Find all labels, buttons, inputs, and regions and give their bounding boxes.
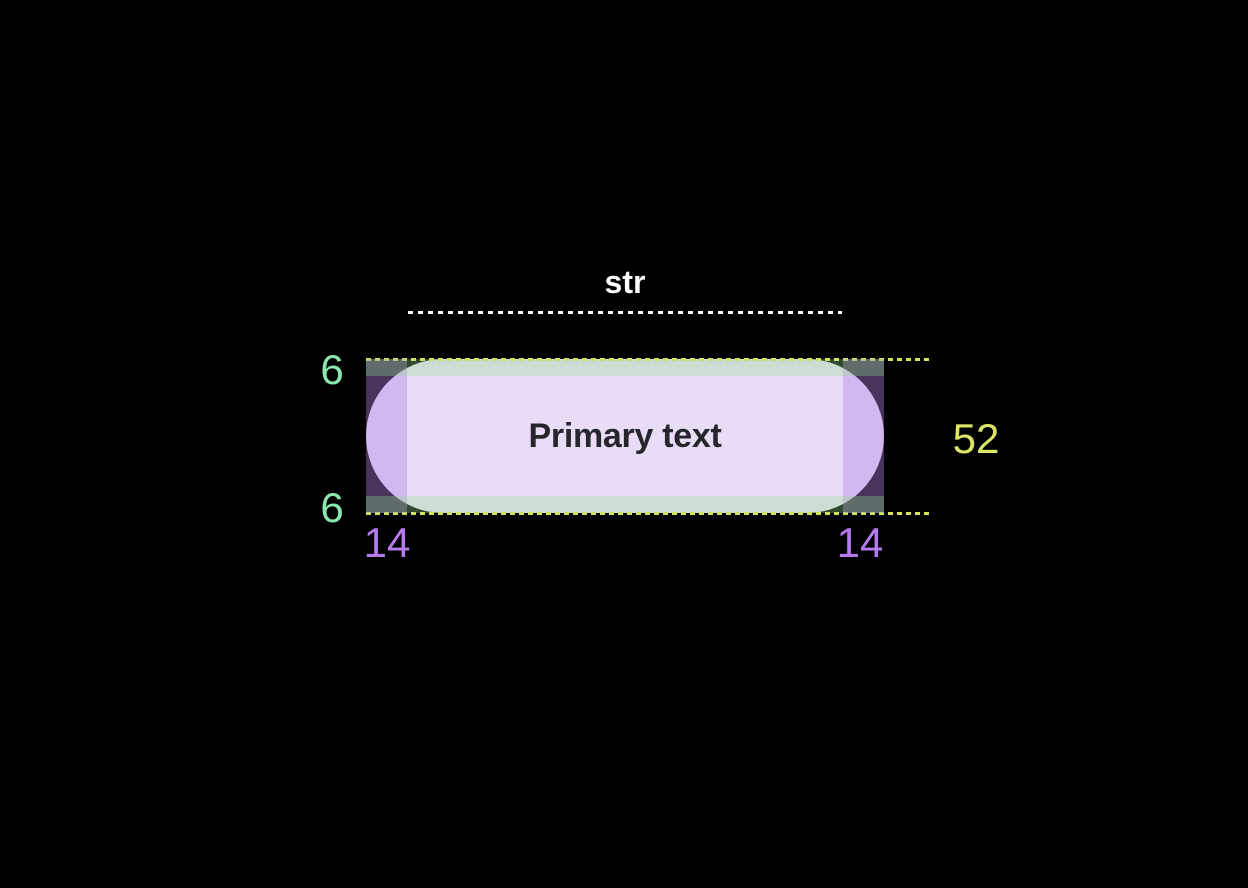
button-pill — [366, 359, 884, 513]
padding-right-overlay — [843, 359, 884, 513]
padding-top-overlay — [366, 359, 884, 376]
padding-left-overlay — [366, 359, 407, 513]
content-width-dotted-line — [408, 311, 842, 314]
padding-bottom-overlay — [366, 496, 884, 513]
padding-top-value: 6 — [320, 346, 344, 393]
top-edge-dashed-line — [366, 358, 929, 361]
content-width-label: str — [604, 264, 646, 300]
padding-right-value: 14 — [836, 519, 884, 566]
padding-left-value: 14 — [363, 519, 411, 566]
button-label: Primary text — [528, 416, 722, 455]
padding-bottom-value: 6 — [320, 484, 344, 531]
height-value: 52 — [952, 415, 1000, 462]
bottom-edge-dashed-line — [366, 512, 929, 515]
button-bounding-box: Primary text — [366, 358, 929, 515]
